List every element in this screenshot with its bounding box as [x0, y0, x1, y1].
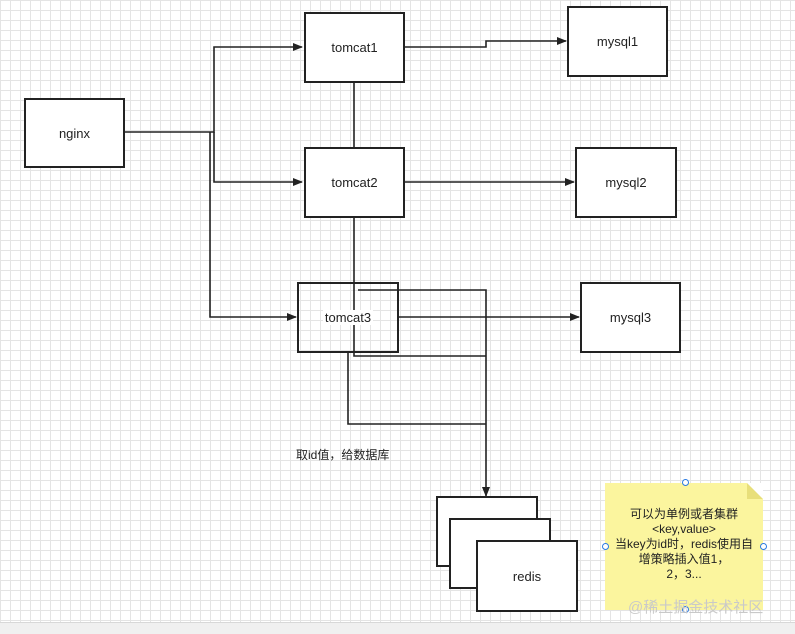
- selection-handle-bottom[interactable]: [682, 606, 689, 613]
- edge-nginx-tomcat3: [209, 132, 297, 321]
- sticky-note[interactable]: 可以为单例或者集群 <key,value> 当key为id时，redis使用自增…: [605, 483, 763, 610]
- redis-node[interactable]: redis: [476, 540, 578, 612]
- tomcat3-node[interactable]: tomcat3: [297, 282, 399, 353]
- redis-edge-caption: 取id值，给数据库: [296, 448, 390, 462]
- nginx-node[interactable]: nginx: [24, 98, 125, 168]
- mysql2-label: mysql2: [605, 175, 647, 190]
- nginx-label: nginx: [58, 125, 91, 141]
- edge-nginx-tomcat2: [213, 132, 303, 186]
- edge-tomcat3-redis-b: [347, 352, 486, 425]
- tomcat1-node[interactable]: tomcat1: [304, 12, 405, 83]
- mysql3-label: mysql3: [609, 310, 652, 325]
- selection-handle-right[interactable]: [760, 543, 767, 550]
- tomcat3-label: tomcat3: [322, 310, 374, 325]
- edge-tomcat3-redis-a: [358, 289, 490, 497]
- edge-nginx-tomcat1: [124, 43, 303, 133]
- edge-tomcat1-mysql1: [404, 37, 567, 48]
- selection-handle-left[interactable]: [602, 543, 609, 550]
- mysql2-node[interactable]: mysql2: [575, 147, 677, 218]
- selection-handle-top[interactable]: [682, 479, 689, 486]
- bottom-scrollbar[interactable]: [0, 622, 795, 634]
- tomcat2-label: tomcat2: [331, 175, 378, 190]
- watermark: @稀土掘金技术社区: [628, 599, 764, 616]
- mysql3-node[interactable]: mysql3: [580, 282, 681, 353]
- mysql1-node[interactable]: mysql1: [567, 6, 668, 77]
- sticky-note-text: 可以为单例或者集群 <key,value> 当key为id时，redis使用自增…: [614, 507, 754, 581]
- tomcat2-node[interactable]: tomcat2: [304, 147, 405, 218]
- mysql1-label: mysql1: [596, 34, 639, 49]
- tomcat1-label: tomcat1: [331, 40, 378, 55]
- redis-label: redis: [512, 568, 542, 584]
